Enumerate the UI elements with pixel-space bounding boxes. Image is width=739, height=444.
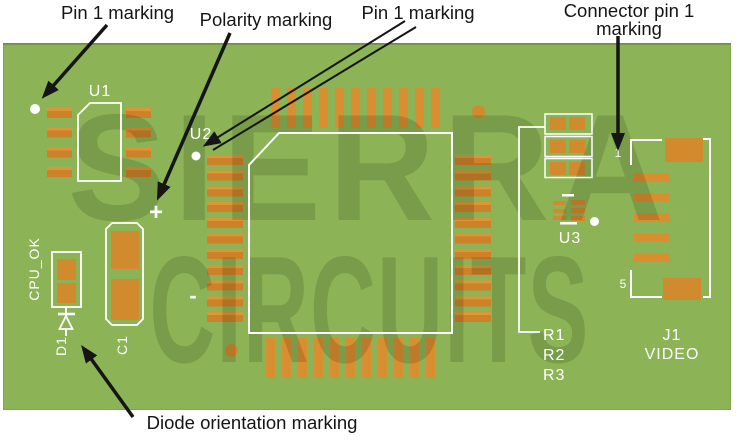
u1-label: U1: [88, 83, 112, 100]
r2-label: R2: [543, 347, 566, 364]
note-pin1-u1: Pin 1 marking: [60, 2, 175, 23]
via-top: [472, 105, 485, 118]
d1-pad-top: [57, 259, 76, 280]
u3-pad: [553, 216, 566, 220]
via-bottom: [225, 344, 238, 357]
note-pin1-u2: Pin 1 marking: [361, 2, 475, 23]
j1-pad-top: [665, 138, 703, 162]
note-diode-orientation: Diode orientation marking: [146, 412, 358, 433]
u2-pads-right: [455, 155, 491, 322]
j1-label: J1: [662, 327, 682, 344]
r3-pad-left: [550, 162, 566, 175]
r1-label: R1: [543, 327, 566, 344]
u3-pad: [571, 200, 585, 205]
r3-pad-right: [569, 162, 585, 175]
j1-pin5-number: 5: [619, 277, 627, 291]
note-connector-pin1-line1: Connector pin 1: [563, 0, 695, 21]
note-connector-pin1-line2: marking: [596, 18, 662, 39]
u3-label: U3: [558, 230, 582, 247]
j1-name-label: VIDEO: [644, 346, 700, 363]
c1-label: C1: [114, 335, 130, 355]
j1-pin1-number: 1: [614, 146, 622, 160]
u2-pads-left: [207, 155, 243, 322]
r1-pad-right: [569, 117, 585, 130]
u3-pad: [553, 201, 566, 205]
u2-pads-bottom: [266, 338, 435, 378]
d1-pad-bottom: [57, 283, 76, 303]
r2-pad-right: [569, 140, 585, 153]
u1-pads-right: [126, 108, 151, 177]
u2-pads-top: [271, 88, 440, 128]
d1-label: D1: [53, 336, 69, 356]
c1-pad-top: [111, 231, 139, 269]
r1-pad-left: [550, 117, 566, 130]
polarity-plus-mark: +: [148, 199, 164, 226]
u3-pad: [571, 208, 585, 213]
cpu-ok-label: CPU_OK: [26, 237, 42, 301]
r2-pad-left: [550, 140, 566, 153]
u3-pad: [553, 208, 566, 213]
note-polarity: Polarity marking: [199, 9, 333, 30]
j1-pads-middle: [634, 173, 670, 262]
u1-pads-left: [47, 108, 72, 177]
c1-pad-bottom: [111, 279, 139, 320]
u3-pad: [571, 215, 585, 221]
u2-label: U2: [189, 126, 213, 143]
polarity-minus-mark: -: [189, 283, 197, 308]
j1-pad-bottom: [663, 278, 701, 300]
r3-label: R3: [543, 367, 566, 384]
